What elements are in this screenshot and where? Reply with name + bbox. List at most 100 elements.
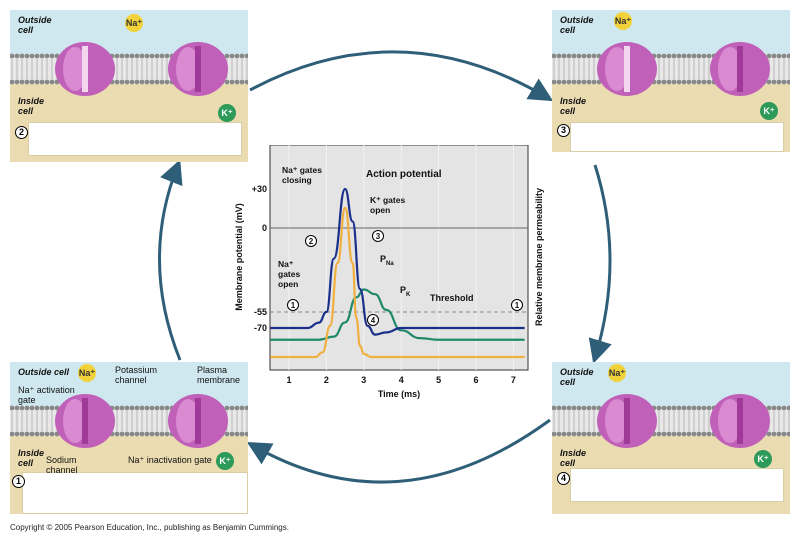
phospholipid-head bbox=[781, 431, 787, 437]
phospholipid-head bbox=[586, 79, 592, 85]
label-pna: PNa bbox=[380, 254, 394, 267]
phospholipid-head bbox=[34, 431, 40, 437]
x-tick-label: 6 bbox=[473, 375, 478, 385]
potassium-channel-subunit bbox=[718, 47, 742, 91]
label-inside-cell: Inside cell bbox=[560, 96, 587, 116]
phospholipid-head bbox=[681, 431, 687, 437]
phospholipid-head bbox=[124, 53, 130, 59]
phospholipid-head bbox=[44, 405, 50, 411]
phospholipid-head bbox=[581, 405, 587, 411]
phospholipid-head bbox=[49, 405, 55, 411]
phospholipid-head bbox=[239, 79, 245, 85]
phospholipid-head bbox=[114, 79, 120, 85]
phospholipid-head bbox=[139, 53, 145, 59]
phospholipid-head bbox=[239, 405, 245, 411]
phospholipid-head bbox=[29, 431, 35, 437]
label-inside-cell: Inside cell bbox=[18, 448, 45, 468]
sodium-ion: Na⁺ bbox=[614, 12, 632, 30]
phospholipid-head bbox=[556, 79, 562, 85]
phospholipid-head bbox=[781, 79, 787, 85]
phospholipid-head bbox=[766, 53, 772, 59]
phospholipid-head bbox=[681, 79, 687, 85]
x-tick-label: 5 bbox=[436, 375, 441, 385]
threshold-label: Threshold bbox=[430, 293, 474, 303]
phospholipid-head bbox=[576, 405, 582, 411]
phospholipid-head bbox=[671, 53, 677, 59]
phospholipid-head bbox=[144, 431, 150, 437]
phospholipid-head bbox=[244, 79, 248, 85]
phospholipid-head bbox=[591, 79, 597, 85]
potassium-ion: K⁺ bbox=[216, 452, 234, 470]
phospholipid-head bbox=[786, 79, 790, 85]
phospholipid-head bbox=[696, 53, 702, 59]
label-pk-sub: K bbox=[406, 292, 411, 298]
phospholipid-head bbox=[164, 405, 170, 411]
phospholipid-head bbox=[49, 79, 55, 85]
phospholipid-head bbox=[10, 53, 15, 59]
potassium-channel-subunit bbox=[176, 399, 200, 443]
phospholipid-head bbox=[19, 79, 25, 85]
step-marker-label: 4 bbox=[371, 316, 376, 325]
x-tick-label: 4 bbox=[399, 375, 404, 385]
phospholipid-head bbox=[234, 53, 240, 59]
potassium-ion: K⁺ bbox=[754, 450, 772, 468]
phospholipid-head bbox=[164, 79, 170, 85]
phospholipid-head bbox=[552, 431, 557, 437]
y-tick-label: 0 bbox=[262, 223, 267, 233]
phospholipid-head bbox=[661, 405, 667, 411]
cycle-arrow bbox=[249, 50, 554, 102]
phospholipid-head bbox=[10, 431, 15, 437]
phospholipid-head bbox=[24, 79, 30, 85]
phospholipid-head bbox=[686, 405, 692, 411]
sodium-channel-pore bbox=[624, 398, 630, 444]
phospholipid-head bbox=[159, 53, 165, 59]
phospholipid-head bbox=[776, 431, 782, 437]
phospholipid-head bbox=[129, 53, 135, 59]
label-inside-cell: Inside cell bbox=[560, 448, 587, 468]
phospholipid-head bbox=[49, 53, 55, 59]
phospholipid-head bbox=[576, 79, 582, 85]
phospholipid-head bbox=[164, 53, 170, 59]
phospholipid-head bbox=[229, 431, 235, 437]
phospholipid-head bbox=[701, 431, 707, 437]
phospholipid-head bbox=[119, 79, 125, 85]
sodium-ion: Na⁺ bbox=[78, 364, 96, 382]
potassium-channel-subunit bbox=[718, 399, 742, 443]
phospholipid-head bbox=[19, 405, 25, 411]
sodium-ion: Na⁺ bbox=[125, 14, 143, 32]
phospholipid-head bbox=[786, 431, 790, 437]
phospholipid-head bbox=[661, 79, 667, 85]
phospholipid-head bbox=[44, 431, 50, 437]
phospholipid-head bbox=[14, 53, 20, 59]
phospholipid-head bbox=[124, 431, 130, 437]
phospholipid-head bbox=[34, 53, 40, 59]
potassium-channel-pore bbox=[737, 398, 743, 444]
phospholipid-head bbox=[686, 431, 692, 437]
potassium-ion: K⁺ bbox=[760, 102, 778, 120]
answer-box bbox=[22, 472, 248, 514]
phospholipid-head bbox=[571, 53, 577, 59]
cycle-arrow bbox=[246, 418, 551, 484]
phospholipid-head bbox=[229, 53, 235, 59]
label-outside-cell: Outside cell bbox=[18, 15, 52, 35]
phospholipid-head bbox=[781, 405, 787, 411]
x-tick-label: 1 bbox=[286, 375, 291, 385]
phospholipid-head bbox=[44, 79, 50, 85]
phospholipid-head bbox=[44, 53, 50, 59]
plot-area bbox=[269, 145, 529, 371]
phospholipid-head bbox=[681, 405, 687, 411]
phospholipid-head bbox=[691, 405, 697, 411]
phospholipid-head bbox=[556, 405, 562, 411]
sodium-channel-subunit bbox=[63, 47, 87, 91]
label-na-activation-gate: Na⁺ activation gate bbox=[18, 385, 75, 405]
phospholipid-head bbox=[571, 431, 577, 437]
label-outside-cell: Outside cell bbox=[560, 15, 594, 35]
x-axis-label: Time (ms) bbox=[378, 389, 420, 399]
phospholipid-head bbox=[686, 79, 692, 85]
phospholipid-head bbox=[656, 431, 662, 437]
label-pk: PK bbox=[400, 285, 411, 298]
phospholipid-head bbox=[244, 405, 248, 411]
phospholipid-head bbox=[671, 405, 677, 411]
